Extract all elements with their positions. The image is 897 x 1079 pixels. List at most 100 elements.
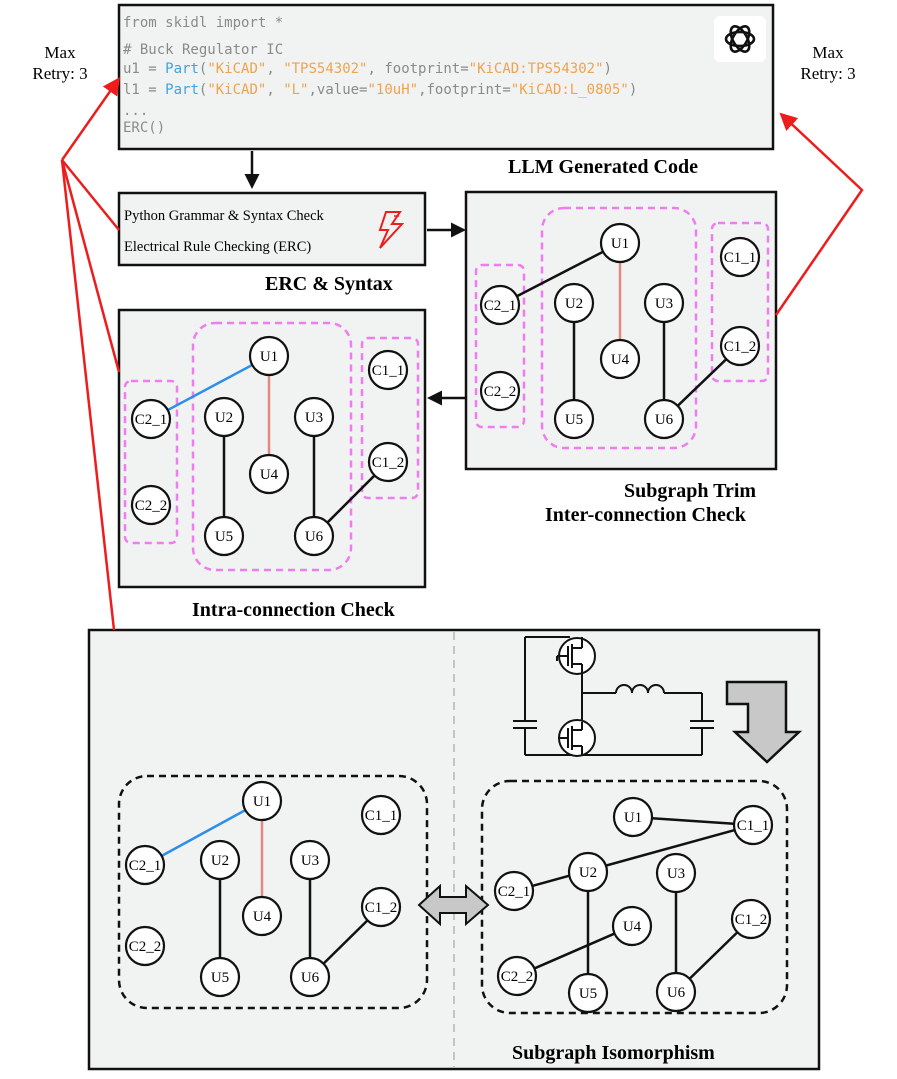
- graph-edge: [161, 809, 246, 857]
- node-label: U4: [253, 909, 272, 925]
- node-label: U4: [611, 352, 630, 368]
- graph-node: U1: [612, 796, 654, 838]
- node-label: C2_1: [129, 858, 162, 874]
- llm-code-label: LLM Generated Code: [508, 156, 698, 178]
- graph-node: U4: [611, 905, 653, 947]
- code-token: ,footprint=: [418, 82, 511, 98]
- node-label: C1_2: [724, 339, 757, 355]
- graph-edge: [322, 919, 369, 965]
- lightning-warning-icon: [378, 211, 405, 249]
- node-label: C2_1: [484, 298, 517, 314]
- node-label: U6: [655, 412, 674, 428]
- graph-edge: [688, 931, 739, 980]
- graph-node: C1_1: [367, 349, 409, 391]
- code-token: ): [629, 82, 637, 98]
- graph-node: U3: [289, 839, 331, 881]
- code-line: from skidl import *: [123, 15, 283, 31]
- graph-node: C1_2: [360, 886, 402, 928]
- node-label: C2_2: [129, 939, 162, 955]
- graph-node: C2_1: [130, 398, 172, 440]
- node-label: C2_2: [501, 969, 534, 985]
- node-label: U2: [211, 853, 229, 869]
- node-label: U1: [611, 236, 629, 252]
- graph-edge: [533, 932, 616, 970]
- code-token: u1 =: [123, 61, 165, 77]
- graph-node: U5: [553, 398, 595, 440]
- graph-node: U4: [248, 453, 290, 495]
- node-label: U6: [667, 985, 686, 1001]
- node-label: C1_2: [372, 455, 405, 471]
- code-token: "TPS54302": [283, 61, 367, 77]
- code-line: ...: [123, 103, 148, 119]
- node-label: C1_2: [365, 900, 398, 916]
- node-label: U3: [667, 866, 685, 882]
- openai-logo-icon: [714, 16, 766, 62]
- subgraph-box: [117, 774, 429, 1010]
- max-retry-left-line1: Max: [44, 43, 76, 62]
- node-label: C1_2: [735, 912, 768, 928]
- graph-node: C1_2: [367, 441, 409, 483]
- node-label: U1: [260, 349, 278, 365]
- code-token: ERC(): [123, 120, 165, 136]
- graph-node: U6: [293, 515, 335, 557]
- code-line: l1 = Part("KiCAD", "L",value="10uH",foot…: [123, 82, 637, 98]
- graph-node: C2_2: [479, 370, 521, 412]
- graph-node: U5: [199, 956, 241, 998]
- code-token: , footprint=: [367, 61, 468, 77]
- code-token: # Buck Regulator IC: [123, 42, 283, 58]
- graph-node: U5: [567, 972, 609, 1014]
- graph-node: U3: [655, 852, 697, 894]
- code-token: "KiCAD:L_0805": [511, 82, 629, 98]
- code-token: (: [199, 82, 207, 98]
- graph-node: C2_1: [493, 870, 535, 912]
- inter-check-label: Inter-connection Check: [545, 504, 747, 526]
- subgraph-box: [360, 336, 420, 500]
- node-label: U2: [215, 410, 233, 426]
- code-token: ,: [266, 61, 283, 77]
- graph-node: C1_1: [732, 804, 774, 846]
- node-label: U3: [655, 296, 673, 312]
- code-token: "KiCAD": [207, 82, 266, 98]
- node-label: C2_1: [135, 412, 168, 428]
- code-token: ,value=: [308, 82, 367, 98]
- code-token: "KiCAD": [207, 61, 266, 77]
- graph-edge: [651, 817, 735, 825]
- graph-node: U1: [599, 222, 641, 264]
- code-token: "10uH": [368, 82, 419, 98]
- code-listing: from skidl import * # Buck Regulator IC u1…: [123, 15, 637, 136]
- max-retry-right-line1: Max: [812, 43, 844, 62]
- graph-node: C2_2: [496, 955, 538, 997]
- erc-syntax-label: ERC & Syntax: [265, 273, 393, 295]
- max-retry-left-line2: Retry: 3: [32, 64, 87, 83]
- code-token: from skidl import *: [123, 15, 283, 31]
- node-label: U1: [624, 810, 642, 826]
- graph-edge: [167, 363, 253, 412]
- node-label: U4: [623, 919, 642, 935]
- node-label: U6: [301, 970, 320, 986]
- graph-edge: [676, 358, 728, 407]
- node-label: C1_1: [737, 818, 770, 834]
- code-token: Part: [165, 82, 199, 98]
- graph-node: C1_2: [719, 325, 761, 367]
- node-label: U5: [565, 412, 583, 428]
- graph-node: U3: [293, 396, 335, 438]
- graph-node: C2_1: [124, 844, 166, 886]
- graph-node: U6: [289, 956, 331, 998]
- graph-node: C2_1: [479, 284, 521, 326]
- node-label: C2_2: [484, 384, 517, 400]
- graph-node: U5: [203, 515, 245, 557]
- code-token: "KiCAD:TPS54302": [469, 61, 604, 77]
- subgraph-box: [710, 221, 770, 383]
- subgraph-trim-label: Subgraph Trim: [624, 480, 756, 502]
- graph-node: U3: [643, 282, 685, 324]
- graph-edge: [531, 828, 736, 888]
- node-label: U2: [579, 865, 597, 881]
- graph-node: U2: [199, 839, 241, 881]
- code-token: ): [604, 61, 612, 77]
- code-token: "L": [283, 82, 308, 98]
- graph-node: U6: [643, 398, 685, 440]
